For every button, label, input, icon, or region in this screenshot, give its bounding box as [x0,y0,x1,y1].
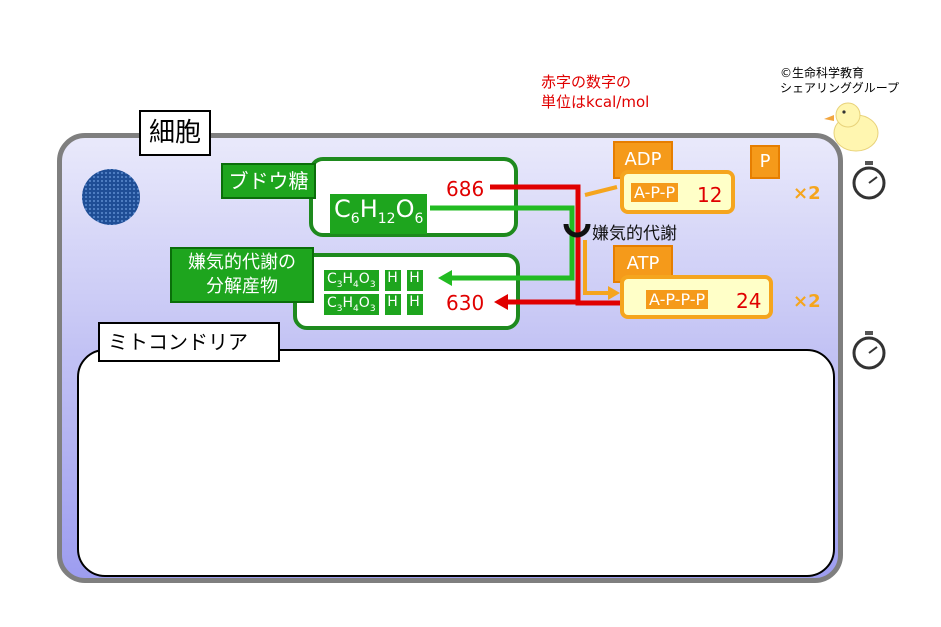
mitochondria [77,349,835,577]
adp-connector [584,185,618,197]
products-label: 嫌気的代謝の 分解産物 [170,247,314,303]
phosphate-label: P [750,145,780,179]
products-panel [293,253,520,330]
atp-chain: A-P-P-P [646,290,709,309]
hydrogen: H [406,270,423,291]
pyruvate-row-2: C3H4O3 H H [324,294,423,315]
credit-line2: シェアリンググループ [780,81,900,95]
adp-chain: A-P-P [631,183,679,202]
metabolism-arrow [430,205,575,281]
hydrogen: H [384,294,401,315]
chick-logo [824,102,879,152]
atp-multiplier: ×2 [793,291,821,312]
unit-note: 赤字の数字の 単位はkcal/mol [541,72,649,112]
stopwatch-icon [852,161,886,200]
nucleus [82,169,140,225]
pyruvate-formula: C3H4O3 [324,294,379,315]
hydrogen: H [384,270,401,291]
unit-note-line1: 赤字の数字の [541,73,632,91]
products-energy: 630 [446,291,485,315]
products-label-line1: 嫌気的代謝の [188,252,296,273]
process-label: 嫌気的代謝 [592,224,677,244]
stopwatch-icon [852,331,886,370]
hydrogen: H [406,294,423,315]
energy-arrow [490,184,630,306]
adp-multiplier: ×2 [793,183,821,204]
glucose-label: ブドウ糖 [221,163,316,199]
glucose-energy: 686 [446,177,485,201]
pyruvate-row-1: C3H4O3 H H [324,270,423,291]
credit-line1: ©生命科学教育 [780,66,865,80]
atp-energy: 24 [736,289,762,313]
unit-note-line2: 単位はkcal/mol [541,93,650,111]
mitochondria-label: ミトコンドリア [98,322,280,362]
adp-energy: 12 [697,183,723,207]
glucose-formula: C6H12O6 [330,194,428,234]
adp-panel [620,170,735,214]
credit-text: ©生命科学教育 シェアリンググループ [780,66,899,96]
pyruvate-formula: C3H4O3 [324,270,379,291]
cell-label: 細胞 [139,110,212,156]
atp-connector [583,240,614,295]
products-label-line2: 分解産物 [206,276,278,297]
coupling-symbol [563,223,591,238]
